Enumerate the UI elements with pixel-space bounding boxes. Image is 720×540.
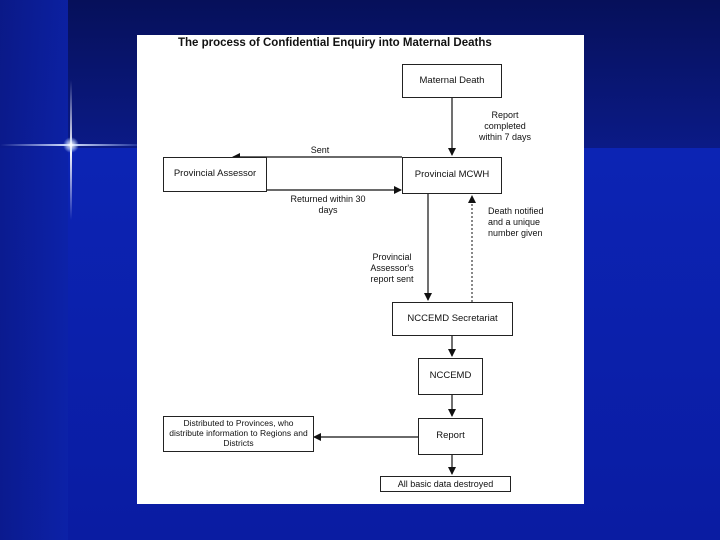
node-destroyed: All basic data destroyed [380, 476, 511, 492]
background-left-column [0, 0, 68, 540]
node-provincial-mcwh: Provincial MCWH [402, 157, 502, 194]
label-returned: Returned within 30 days [290, 194, 366, 215]
sparkle-icon [63, 137, 79, 153]
node-maternal-death: Maternal Death [402, 64, 502, 98]
label-death-notified: Death notified and a unique number given [488, 206, 544, 238]
node-nccemd-secretariat: NCCEMD Secretariat [392, 302, 513, 336]
label-assessor-report-sent: Provincial Assessor's report sent [370, 252, 414, 284]
label-sent: Sent [310, 145, 330, 155]
label-report-completed: Report completed within 7 days [478, 110, 532, 142]
node-distributed: Distributed to Provinces, who distribute… [163, 416, 314, 452]
node-report: Report [418, 418, 483, 455]
node-provincial-assessor: Provincial Assessor [163, 157, 267, 192]
diagram-title: The process of Confidential Enquiry into… [178, 37, 492, 49]
node-nccemd: NCCEMD [418, 358, 483, 395]
